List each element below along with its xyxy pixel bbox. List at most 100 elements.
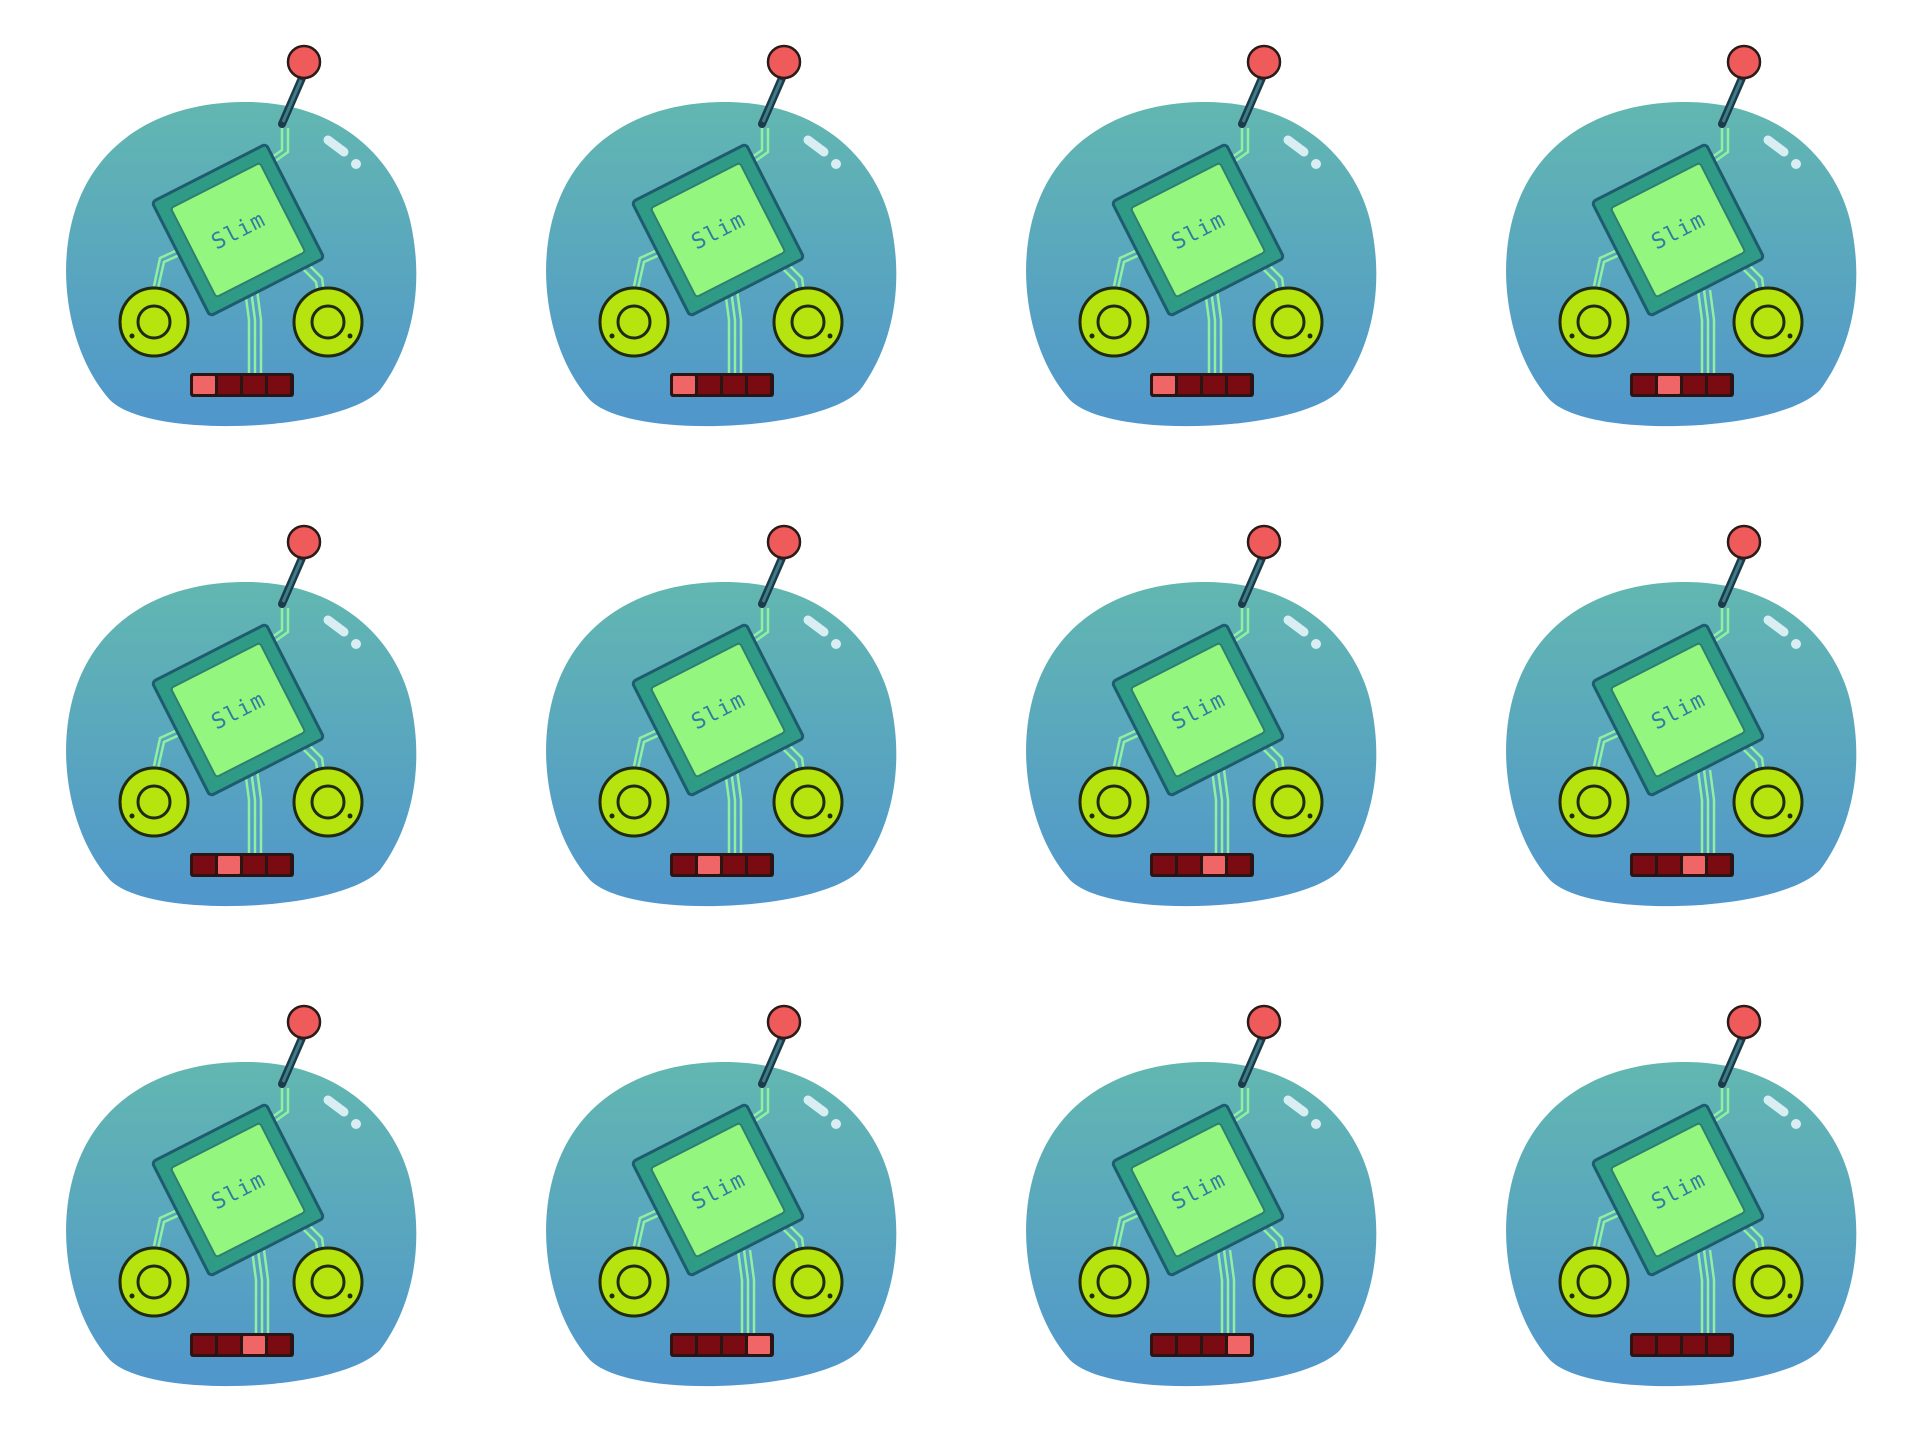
- left-eye: [1078, 766, 1150, 838]
- mouth-segment: [1656, 1334, 1682, 1356]
- chip-screen: [170, 1122, 306, 1258]
- mouth-segment: [266, 854, 292, 876]
- mouth-segment: [1656, 854, 1682, 876]
- mouth-segment: [266, 374, 292, 396]
- shine-highlight: [323, 615, 349, 637]
- chip: Slim: [1111, 623, 1285, 797]
- mouth-segment: [216, 854, 242, 876]
- chip: Slim: [1591, 143, 1765, 317]
- left-eye: [598, 286, 670, 358]
- chip-screen: [1130, 642, 1266, 778]
- circuit-traces: [152, 1088, 326, 1335]
- shine-dot: [1311, 1119, 1321, 1129]
- antenna-ball: [1726, 1004, 1762, 1040]
- antenna-stem-inner: [1721, 1039, 1743, 1083]
- shine-highlight: [803, 135, 829, 157]
- antenna-ball: [1726, 524, 1762, 560]
- robot-sprite-6: Slim: [480, 480, 960, 960]
- mouth-segment: [191, 854, 217, 876]
- mouth: [190, 373, 294, 397]
- robot-sprite-11: Slim: [960, 960, 1440, 1440]
- mouth-segment: [1176, 374, 1202, 396]
- chip: Slim: [1111, 1103, 1285, 1277]
- antenna-stem-inner: [1241, 1039, 1263, 1083]
- chip-screen: [170, 162, 306, 298]
- antenna-stem-inner: [281, 1039, 303, 1083]
- shine-highlight: [1283, 615, 1309, 637]
- antenna-stem-inner: [281, 79, 303, 123]
- mouth-segment: [216, 1334, 242, 1356]
- mouth-segment: [241, 374, 267, 396]
- mouth: [1150, 853, 1254, 877]
- mouth: [1630, 373, 1734, 397]
- mouth: [1630, 1333, 1734, 1357]
- antenna-ball: [1726, 44, 1762, 80]
- right-eye: [772, 1246, 844, 1318]
- mouth-segment: [191, 1334, 217, 1356]
- mouth-segment: [1706, 374, 1732, 396]
- mouth-segment: [1681, 854, 1707, 876]
- mouth: [670, 373, 774, 397]
- shine-dot: [1791, 159, 1801, 169]
- chip-screen: [1130, 1122, 1266, 1258]
- antenna-ball: [1246, 44, 1282, 80]
- mouth-segment: [1151, 854, 1177, 876]
- robot-sprite-12: Slim: [1440, 960, 1920, 1440]
- mouth-segment: [721, 1334, 747, 1356]
- antenna-stem-inner: [281, 559, 303, 603]
- chip: Slim: [1591, 623, 1765, 797]
- chip-screen: [1610, 642, 1746, 778]
- shine-dot: [351, 639, 361, 649]
- mouth-segment: [696, 854, 722, 876]
- circuit-traces: [632, 608, 806, 855]
- left-eye: [1558, 1246, 1630, 1318]
- mouth-segment: [1706, 1334, 1732, 1356]
- robot-sprite-10: Slim: [480, 960, 960, 1440]
- robot-sprite-1: Slim: [0, 0, 480, 480]
- left-eye: [598, 1246, 670, 1318]
- chip: Slim: [151, 623, 325, 797]
- mouth-segment: [696, 1334, 722, 1356]
- shine-dot: [1311, 639, 1321, 649]
- robot-sprite-8: Slim: [1440, 480, 1920, 960]
- shine-dot: [831, 1119, 841, 1129]
- right-eye: [1252, 286, 1324, 358]
- left-eye: [118, 1246, 190, 1318]
- chip-screen: [1610, 162, 1746, 298]
- chip-screen: [1610, 1122, 1746, 1258]
- antenna-ball: [766, 44, 802, 80]
- mouth-segment: [1201, 854, 1227, 876]
- mouth: [670, 1333, 774, 1357]
- chip-screen: [650, 1122, 786, 1258]
- antenna-ball: [766, 1004, 802, 1040]
- mouth-segment: [1176, 854, 1202, 876]
- shine-dot: [351, 159, 361, 169]
- mouth-segment: [1151, 1334, 1177, 1356]
- right-eye: [292, 1246, 364, 1318]
- mouth: [670, 853, 774, 877]
- shine-dot: [351, 1119, 361, 1129]
- left-eye: [1078, 1246, 1150, 1318]
- antenna-stem-inner: [1241, 559, 1263, 603]
- mouth-segment: [216, 374, 242, 396]
- chip: Slim: [151, 143, 325, 317]
- left-eye: [118, 766, 190, 838]
- antenna-stem-inner: [761, 79, 783, 123]
- robot-sprite-9: Slim: [0, 960, 480, 1440]
- shine-dot: [1311, 159, 1321, 169]
- mouth-segment: [1151, 374, 1177, 396]
- chip-screen: [650, 162, 786, 298]
- antenna-ball: [286, 1004, 322, 1040]
- chip: Slim: [631, 623, 805, 797]
- circuit-traces: [1112, 608, 1286, 855]
- mouth-segment: [1631, 1334, 1657, 1356]
- mouth-segment: [671, 374, 697, 396]
- mouth-segment: [1226, 374, 1252, 396]
- robot-sprite-7: Slim: [960, 480, 1440, 960]
- robot-sprite-5: Slim: [0, 480, 480, 960]
- antenna-ball: [1246, 524, 1282, 560]
- antenna-stem-inner: [1241, 79, 1263, 123]
- mouth: [1150, 1333, 1254, 1357]
- chip-screen: [1130, 162, 1266, 298]
